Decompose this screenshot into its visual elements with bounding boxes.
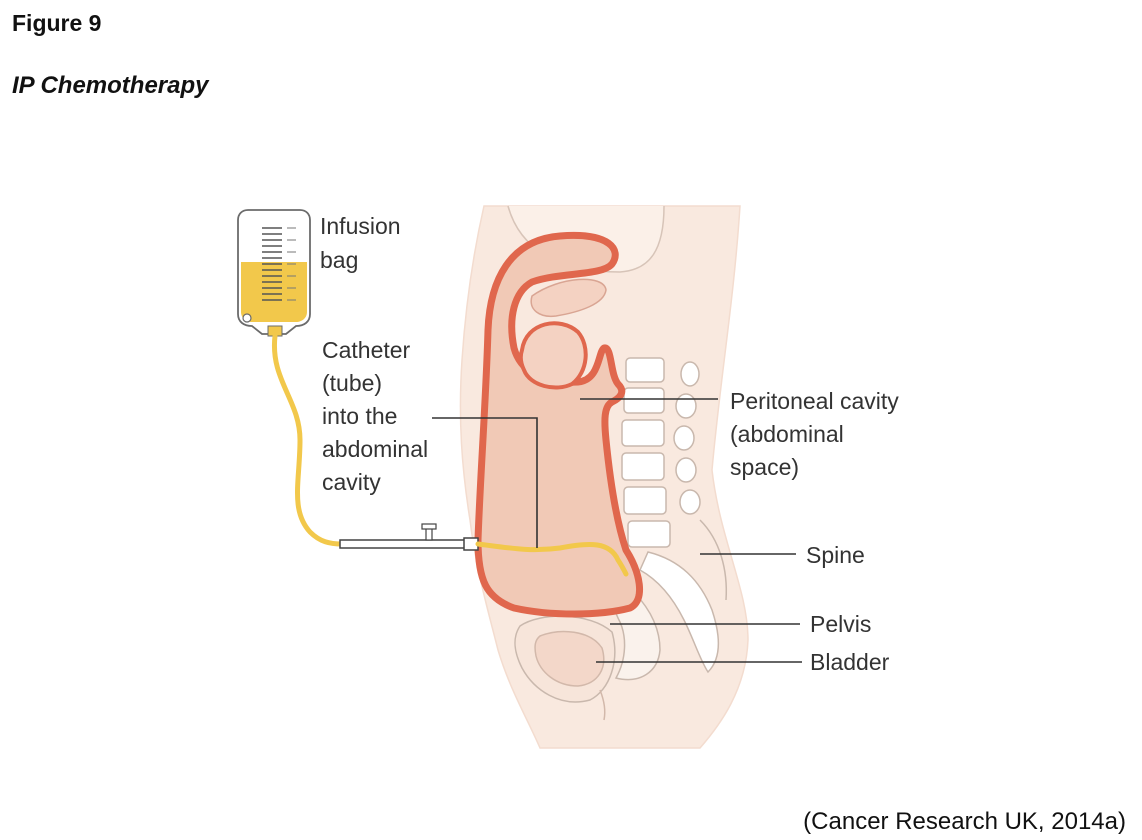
- catheter-label-line: into the: [322, 403, 397, 429]
- spine-label: Spine: [806, 542, 865, 568]
- catheter-label-line: Catheter: [322, 337, 411, 363]
- catheter-leader-line: [432, 417, 538, 548]
- infusion-bag-label-line: bag: [320, 247, 358, 273]
- catheter-tube: [271, 333, 629, 577]
- infusion-bag-label: Infusion bag: [320, 213, 407, 273]
- catheter-label-line: abdominal: [322, 436, 428, 462]
- infusion-bag: [237, 209, 311, 337]
- figure-title: IP Chemotherapy: [12, 72, 209, 99]
- peritoneal-cavity-label: Peritoneal cavity (abdominal space): [730, 388, 905, 480]
- pelvis-label: Pelvis: [810, 611, 871, 637]
- catheter-label-line: (tube): [322, 370, 382, 396]
- peritoneal-label-line: (abdominal: [730, 421, 844, 447]
- peritoneal-label-line: space): [730, 454, 799, 480]
- figure-number: Figure 9: [12, 10, 102, 36]
- infusion-fluid: [241, 262, 307, 322]
- bladder: [534, 630, 606, 721]
- peritoneal-cavity: [474, 231, 644, 618]
- bladder-label: Bladder: [810, 649, 890, 675]
- peritoneal-label-line: Peritoneal cavity: [730, 388, 899, 414]
- liver-organ: [530, 278, 607, 318]
- catheter-label: Catheter (tube) into the abdominal cavit…: [322, 337, 435, 495]
- infusion-bag-label-line: Infusion: [320, 213, 401, 239]
- spine: [621, 357, 728, 674]
- stomach-organ: [518, 321, 588, 390]
- peritoneum-lining: [474, 231, 644, 618]
- catheter-label-line: cavity: [322, 469, 381, 495]
- figure-citation: (Cancer Research UK, 2014a): [803, 808, 1126, 835]
